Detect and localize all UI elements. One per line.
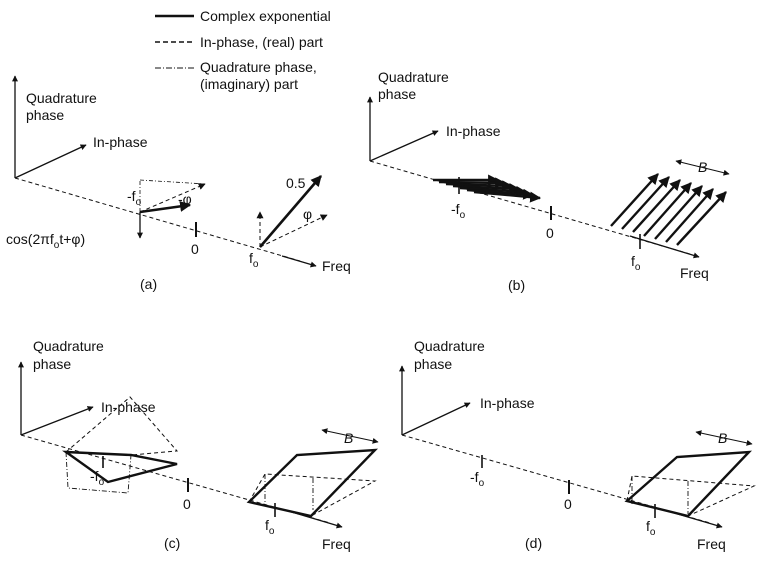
quadrature-label-line2: phase [33,356,71,372]
inphase-label: In-phase [93,134,148,150]
pos-band-arrow [654,185,703,240]
quadrature-label-line1: Quadrature [378,69,449,85]
zero-label: 0 [564,496,572,512]
pos-band-real-part [248,473,377,517]
neg-band-arrow [452,183,521,195]
zero-label: 0 [191,241,199,257]
quadrature-label-line2: phase [26,107,64,123]
neg-band-arrow [473,190,542,203]
neg-phi-label: -φ [178,191,192,207]
inphase-axis [14,144,87,179]
bandwidth-arrow [695,430,753,446]
freq-label: Freq [322,536,351,552]
cosine-expression: cos(2πfot+φ) [6,231,85,251]
panel-caption: (a) [140,276,157,292]
neg-freq-real-part [139,183,206,213]
quadrature-label-line1: Quadrature [33,338,104,354]
pos-band-arrow [632,179,681,233]
amplitude-label: 0.5 [286,175,306,191]
neg-f0-label: -fo [451,201,466,221]
pos-freq-real-part [259,214,328,248]
neg-freq-phase-guide-2 [139,179,206,185]
freq-label: Freq [697,536,726,552]
neg-band-envelope [61,450,178,484]
neg-band-arrow [438,177,507,189]
quadrature-label-line2: phase [378,86,416,102]
bandwidth-arrow [321,428,379,444]
panel-c: Quadrature phase In-phase Freq -fo 0 fo … [18,338,379,552]
pos-f0-label: fo [631,253,641,273]
neg-band-arrow [466,188,535,200]
neg-freq-phasor [139,200,192,214]
pos-band-arrow [610,173,659,227]
panel-caption: (d) [525,535,542,551]
inphase-axis [401,402,471,436]
legend-dashed-label: In-phase, (real) part [200,34,323,50]
bandwidth-arrow [675,159,730,176]
inphase-axis [369,130,439,162]
inphase-label: In-phase [446,123,501,139]
pos-f0-label: fo [265,517,275,537]
pos-band-arrow [621,176,670,230]
freq-label: Freq [680,265,709,281]
pos-band-envelope [246,448,379,518]
zero-label: 0 [546,225,554,241]
neg-band-arrows [433,174,542,203]
pos-band-arrow [643,182,692,237]
panel-a: Quadrature phase In-phase Freq 0 -fo -φ … [6,75,351,292]
quadrature-label-line2: phase [414,356,452,372]
pos-band-real-part [626,475,756,517]
neg-f0-label: -fo [127,188,142,208]
inphase-label: In-phase [101,399,156,415]
pos-band-arrow [665,188,714,243]
neg-f0-label: -fo [90,468,105,488]
neg-band-real-part [65,396,179,456]
phi-label: φ [303,206,312,222]
inphase-axis [20,406,94,436]
legend: Complex exponential In-phase, (real) par… [155,8,331,92]
panel-caption: (c) [164,535,180,551]
pos-band-arrows [610,173,727,246]
neg-f0-label: -fo [470,469,485,489]
quadrature-label-line1: Quadrature [414,338,485,354]
neg-band-arrow [459,185,528,197]
pos-freq-phasor [259,175,322,248]
legend-dotted-label-line1: Quadrature phase, [200,59,317,75]
freq-axis-arrow [629,235,700,259]
bandwidth-label: B [698,159,707,175]
pos-band-envelope [624,450,753,518]
freq-axis [14,177,301,262]
panel-d: Quadrature phase In-phase Freq -fo 0 fo … [399,338,756,552]
freq-axis-arrow [281,255,317,268]
zero-label: 0 [183,496,191,512]
freq-label: Freq [322,258,351,274]
quadrature-label-line1: Quadrature [26,90,97,106]
neg-band-arrow [445,180,514,192]
pos-band-arrow [676,191,727,246]
panel-caption: (b) [508,277,525,293]
inphase-label: In-phase [480,395,535,411]
bandwidth-label: B [718,430,727,446]
pos-f0-label: fo [249,250,259,270]
legend-solid-label: Complex exponential [200,8,331,24]
legend-dotted-label-line2: (imaginary) part [200,76,298,92]
panel-b: Quadrature phase In-phase Freq 0 -fo fo [367,69,730,293]
bandwidth-label: B [344,430,353,446]
pos-f0-label: fo [646,518,656,538]
